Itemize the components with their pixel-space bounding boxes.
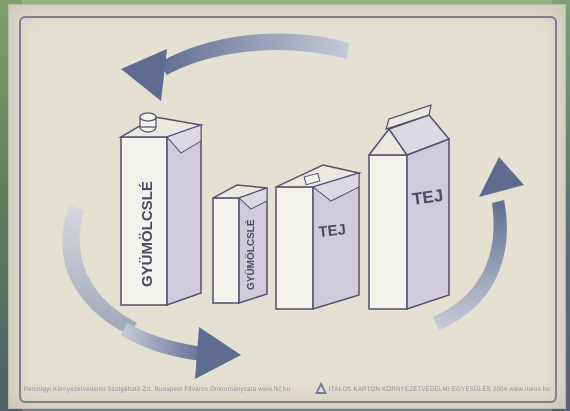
juice-carton-small-icon	[213, 185, 267, 303]
leaflet-footer: Pénzügyi Környezetvédelmi Szolgáltató Zr…	[24, 381, 554, 399]
bottom-cycle-arrow-icon	[121, 323, 241, 379]
milk-carton-tall-icon	[369, 105, 449, 309]
top-cycle-arrow-icon	[121, 33, 349, 101]
juice-carton-large-label: GYÜMÖLCSLÉ	[139, 181, 156, 287]
juice-carton-large-icon	[121, 113, 201, 305]
recycling-leaflet: GYÜMÖLCSLÉ GYÜMÖLCSLÉ TEJ TEJ P	[8, 4, 566, 409]
recycling-illustration: GYÜMÖLCSLÉ GYÜMÖLCSLÉ TEJ TEJ	[9, 5, 565, 408]
association-logo-icon	[314, 381, 328, 395]
footer-sponsor-text: Pénzügyi Környezetvédelmi Szolgáltató Zr…	[24, 387, 290, 393]
juice-carton-small-label: GYÜMÖLCSLÉ	[244, 219, 257, 290]
footer-association-text: ITALOS KARTON KÖRNYEZETVÉDELMI EGYESÜLÉS…	[329, 387, 550, 393]
milk-carton-medium-label: TEJ	[318, 221, 347, 241]
